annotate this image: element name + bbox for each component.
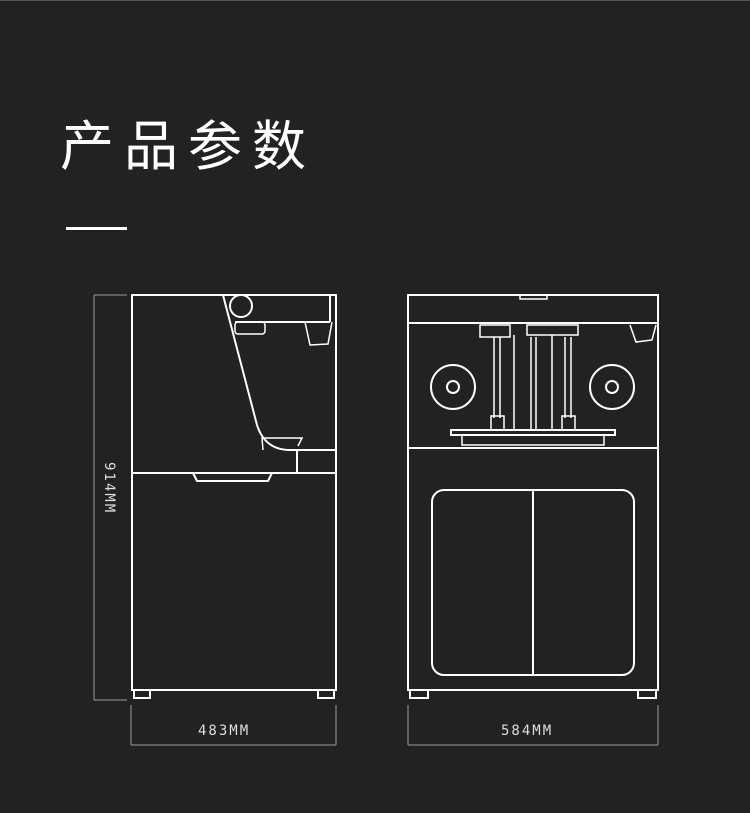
side-view-drawing (131, 294, 337, 699)
side-window-curve (222, 294, 336, 451)
title-underline (66, 227, 127, 230)
top-border (0, 0, 750, 1)
side-foot-right (317, 689, 335, 699)
side-outer-frame (131, 294, 337, 691)
height-label: 914MM (101, 462, 117, 515)
spool-right (589, 364, 635, 410)
dimension-lines (93, 294, 659, 746)
width-label: 584MM (501, 723, 554, 739)
side-foot-left (133, 689, 151, 699)
side-spool-icon (229, 294, 253, 318)
page-title: 产品参数 (60, 115, 316, 178)
spool-left (430, 364, 476, 410)
depth-label: 483MM (198, 723, 251, 739)
side-handle (192, 472, 273, 482)
front-view-drawing (407, 294, 659, 699)
front-foot-right (637, 689, 657, 699)
front-foot-left (409, 689, 429, 699)
